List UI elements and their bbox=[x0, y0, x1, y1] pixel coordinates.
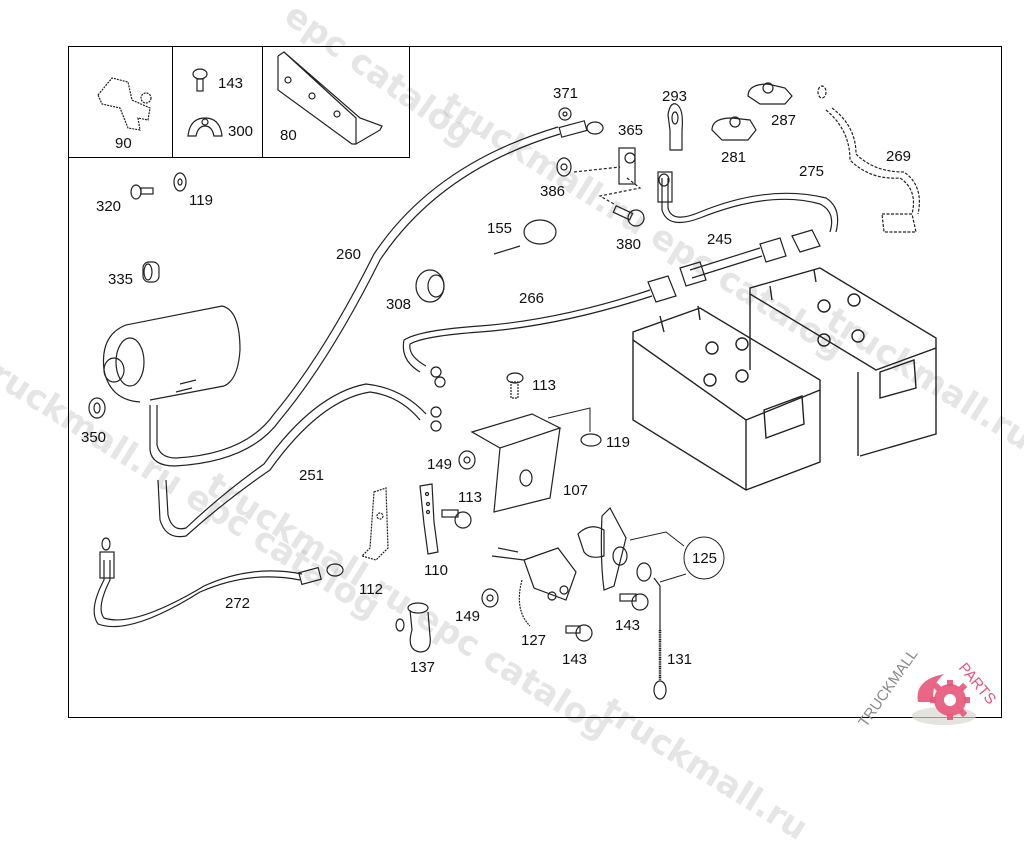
cable-245 bbox=[679, 237, 787, 287]
label-113: 113 bbox=[532, 377, 556, 394]
label-127: 127 bbox=[521, 632, 547, 649]
label-143-c: 143 bbox=[562, 651, 588, 668]
part-308-grommet bbox=[415, 269, 445, 303]
part-281-clamp bbox=[711, 116, 757, 141]
label-143: 143 bbox=[218, 75, 244, 92]
label-272: 272 bbox=[225, 595, 251, 612]
part-143-bolt-a bbox=[619, 593, 649, 611]
label-365: 365 bbox=[618, 122, 644, 139]
part-127-solenoid bbox=[491, 547, 577, 627]
part-113-bolt-top bbox=[506, 372, 524, 399]
label-386: 386 bbox=[540, 183, 566, 200]
label-90: 90 bbox=[115, 135, 132, 152]
part-137-knob bbox=[395, 602, 431, 653]
part-350-nut bbox=[88, 397, 106, 419]
cable-260 bbox=[149, 120, 604, 467]
label-269: 269 bbox=[886, 148, 912, 165]
label-260: 260 bbox=[336, 246, 362, 263]
label-110: 110 bbox=[424, 562, 448, 579]
part-113-bolt-mid bbox=[441, 509, 472, 529]
label-293: 293 bbox=[662, 88, 688, 105]
label-371: 371 bbox=[553, 85, 579, 102]
part-110-strap bbox=[419, 483, 439, 555]
diagram-drawing: TRUCKMALL PARTS bbox=[88, 51, 999, 730]
part-112-bracket bbox=[360, 487, 389, 561]
label-335: 335 bbox=[108, 271, 134, 288]
part-149-washer bbox=[458, 450, 476, 470]
part-300-clamp bbox=[187, 117, 223, 137]
diagram-frame bbox=[68, 46, 1002, 718]
cable-272 bbox=[93, 537, 344, 628]
part-125-switch bbox=[577, 507, 725, 700]
label-266: 266 bbox=[519, 290, 545, 307]
label-149: 149 bbox=[427, 456, 453, 473]
battery-front bbox=[632, 305, 821, 491]
part-143-bolt bbox=[192, 68, 208, 92]
label-137: 137 bbox=[410, 659, 436, 676]
label-125: 125 bbox=[692, 550, 718, 567]
label-143-b: 143 bbox=[615, 617, 641, 634]
label-155: 155 bbox=[487, 220, 513, 237]
part-143-bolt-b bbox=[565, 624, 593, 642]
label-320: 320 bbox=[96, 198, 122, 215]
cable-269 bbox=[817, 85, 920, 233]
part-335-bushing bbox=[142, 261, 160, 283]
label-281: 281 bbox=[721, 149, 747, 166]
label-251: 251 bbox=[299, 467, 325, 484]
label-131: 131 bbox=[667, 651, 693, 668]
label-80: 80 bbox=[280, 127, 297, 144]
part-371-washer bbox=[558, 107, 572, 121]
label-287: 287 bbox=[771, 112, 797, 129]
part-119-grommet-b bbox=[580, 433, 602, 447]
label-113-b: 113 bbox=[458, 489, 482, 506]
part-119-grommet bbox=[173, 172, 187, 192]
part-380-bolt bbox=[612, 205, 645, 227]
label-350: 350 bbox=[81, 429, 107, 446]
label-149-b: 149 bbox=[455, 608, 481, 625]
part-149-washer-b bbox=[481, 588, 499, 608]
label-380: 380 bbox=[616, 236, 642, 253]
part-287-clamp bbox=[747, 82, 793, 105]
truckmall-logo: TRUCKMALL PARTS bbox=[855, 646, 999, 730]
battery-rear bbox=[749, 267, 937, 457]
leader-line bbox=[573, 166, 642, 205]
cable-251 bbox=[157, 383, 442, 538]
label-107: 107 bbox=[563, 482, 589, 499]
inset-divider bbox=[172, 46, 173, 158]
part-320-bolt bbox=[130, 184, 154, 200]
cable-275 bbox=[657, 171, 839, 253]
label-300: 300 bbox=[228, 123, 254, 140]
label-119-b: 119 bbox=[606, 434, 630, 451]
label-308: 308 bbox=[386, 296, 412, 313]
label-112: 112 bbox=[359, 581, 383, 598]
part-80-plate bbox=[277, 51, 383, 146]
label-275: 275 bbox=[799, 163, 825, 180]
part-365-terminal bbox=[618, 147, 636, 185]
part-107-bracket bbox=[470, 407, 591, 513]
inset-panel bbox=[68, 46, 410, 158]
part-293-lug bbox=[667, 103, 683, 151]
part-386-washer bbox=[556, 157, 572, 177]
label-245: 245 bbox=[707, 231, 733, 248]
part-starter-motor bbox=[102, 305, 241, 403]
cable-266 bbox=[402, 275, 677, 388]
logo-text-dark: TRUCKMALL bbox=[855, 646, 921, 730]
label-119: 119 bbox=[189, 192, 213, 209]
inset-divider bbox=[262, 46, 263, 158]
part-155-cable-tie bbox=[493, 219, 557, 255]
part-90-bracket bbox=[97, 77, 152, 131]
